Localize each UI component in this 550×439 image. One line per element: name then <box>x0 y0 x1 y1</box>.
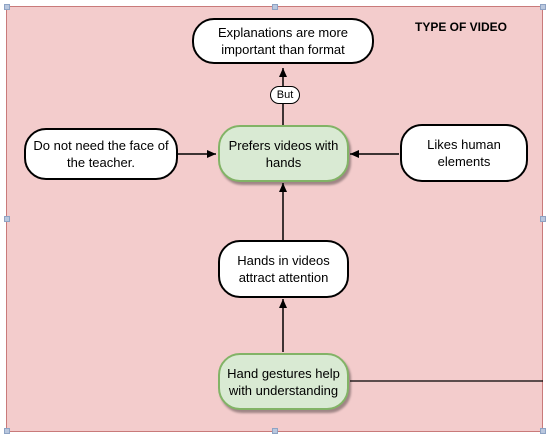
node-attract-attention[interactable]: Hands in videos attract attention <box>218 240 349 298</box>
node-gestures-help[interactable]: Hand gestures help with understanding <box>218 353 349 410</box>
frame-handle-top-right[interactable] <box>540 4 546 10</box>
edge-label-but: But <box>270 86 300 104</box>
node-prefers-hands[interactable]: Prefers videos with hands <box>218 125 349 182</box>
frame-handle-bottom-left[interactable] <box>4 428 10 434</box>
diagram-title: TYPE OF VIDEO <box>415 20 508 34</box>
node-explanations[interactable]: Explanations are more important than for… <box>192 18 374 64</box>
frame-handle-bottom-right[interactable] <box>540 428 546 434</box>
frame-handle-top-center[interactable] <box>272 4 278 10</box>
frame-handle-bottom-center[interactable] <box>272 428 278 434</box>
node-human-elements[interactable]: Likes human elements <box>400 124 528 182</box>
frame-handle-top-left[interactable] <box>4 4 10 10</box>
frame-handle-mid-right[interactable] <box>540 216 546 222</box>
frame-handle-mid-left[interactable] <box>4 216 10 222</box>
node-no-face[interactable]: Do not need the face of the teacher. <box>24 128 178 180</box>
